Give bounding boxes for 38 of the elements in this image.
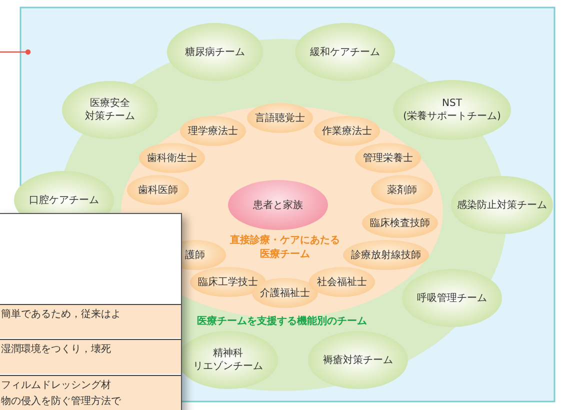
bubble-label: 褥瘡対策チーム bbox=[323, 354, 393, 366]
bubble-label: 管理栄養士 bbox=[363, 152, 413, 164]
table-text: 湿潤環境をつくり，壊死 bbox=[1, 342, 111, 356]
bubble-label: 臨床検査技師 bbox=[370, 216, 430, 230]
bubble-label: 薬剤師 bbox=[387, 184, 417, 196]
staff-bubble bbox=[314, 116, 380, 146]
bubble-label: 診療放射線技師 bbox=[351, 248, 421, 262]
bubble-label: 言語聴覚士 bbox=[255, 112, 305, 124]
staff-bubble bbox=[362, 208, 438, 238]
bubble-label: 緩和ケアチーム bbox=[310, 46, 380, 58]
bubble-label: 呼吸管理チーム bbox=[417, 292, 487, 304]
bubble-label: 歯科衛生士 bbox=[147, 152, 197, 164]
staff-bubble bbox=[355, 143, 421, 173]
region-label: 医療チームを支援する機能別のチーム bbox=[196, 315, 368, 329]
bubble-label: 護師 bbox=[185, 248, 205, 262]
staff-bubble bbox=[139, 143, 205, 173]
staff-bubble bbox=[180, 116, 246, 146]
bubble-label: 作業療法士 bbox=[322, 124, 372, 138]
region-label: 直接診療・ケアにあたる医療チーム bbox=[229, 234, 341, 262]
bubble-label: 介護福祉士 bbox=[260, 286, 310, 300]
bubble-label: 医療安全対策チーム bbox=[85, 97, 135, 123]
bubble-label: 糖尿病チーム bbox=[185, 46, 245, 58]
bubble-label: 患者と家族 bbox=[253, 198, 303, 212]
table-text: フィルムドレッシング材 bbox=[1, 378, 111, 392]
staff-bubble bbox=[309, 267, 375, 297]
bubble-label: 臨床工学技士 bbox=[198, 276, 258, 288]
staff-bubble bbox=[247, 103, 313, 133]
bubble-label: 理学療法士 bbox=[188, 124, 238, 138]
table-text: 物の侵入を防ぐ管理方法で bbox=[1, 394, 121, 408]
bubble-label: 精神科リエゾンチーム bbox=[193, 347, 263, 373]
bubble-label: 社会福祉士 bbox=[317, 276, 367, 288]
staff-bubble bbox=[127, 175, 189, 205]
bubble-label: 歯科医師 bbox=[138, 184, 178, 196]
bubble-label: 口腔ケアチーム bbox=[29, 194, 99, 206]
bubble-label: 感染防止対策チーム bbox=[457, 198, 547, 212]
table-text: 簡単であるため，従来はよ bbox=[1, 308, 121, 321]
staff-bubble bbox=[371, 175, 433, 205]
bubble-label: NST (栄養サポートチーム) bbox=[402, 97, 502, 123]
